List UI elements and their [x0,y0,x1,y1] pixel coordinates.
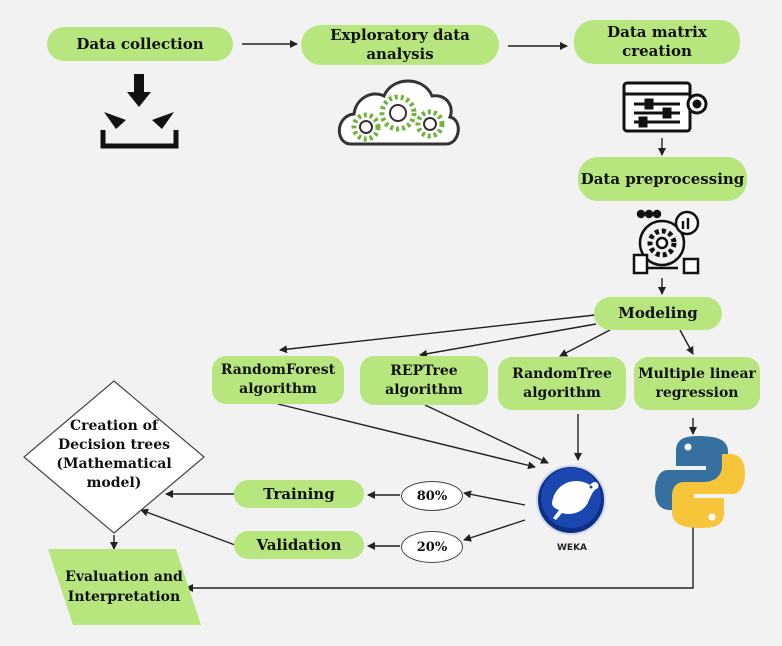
cloud-gears-icon [337,79,460,146]
step-data-matrix: Data matrix creation [574,20,740,64]
step-preprocessing: Data preprocessing [578,157,747,201]
step-modeling-label: Modeling [618,304,698,322]
arrow-validation-to-decision [140,508,236,546]
algo-random-forest: RandomForest algorithm [212,356,344,404]
step-data-matrix-label: Data matrix creation [607,23,707,60]
weka-bird-icon [536,465,606,535]
algo-random-tree-label: RandomTree algorithm [512,365,612,401]
training-label: Training [263,484,335,503]
split-20-oval: 20% [401,531,463,563]
arrow-modeling-to-randomforest [279,314,596,354]
evaluation-parallelogram [48,549,201,625]
training-box: Training [234,480,364,508]
step-modeling: Modeling [594,297,722,330]
validation-label: Validation [256,535,342,554]
data-processing-icon [632,209,700,275]
dashboard-settings-icon [622,81,708,133]
algo-mlr: Multiple linear regression [634,357,760,410]
decision-text: Creation of Decision trees (Mathematical… [56,418,172,491]
weka-label: WEKA [557,543,588,553]
algo-mlr-label: Multiple linear regression [638,365,756,401]
arrow-reptree-to-weka [424,404,549,464]
step-eda: Exploratory data analysis [301,25,499,65]
algo-random-forest-label: RandomForest algorithm [220,362,336,397]
step-preprocessing-label: Data preprocessing [580,169,745,188]
decision-diamond [23,380,205,534]
download-icon [100,74,179,149]
step-eda-label: Exploratory data analysis [330,26,470,63]
arrow-randomforest-to-weka [277,403,536,470]
split-80-oval: 80% [401,481,463,511]
validation-box: Validation [234,531,364,559]
step-data-collection: Data collection [47,27,233,61]
evaluation-text: Evaluation and Interpretation [65,569,183,605]
arrow-modeling-to-mlr [679,329,694,355]
arrow-modeling-to-reptree [419,323,597,358]
arrow-weka-to-80 [463,490,526,506]
split-20-label: 20% [416,539,448,555]
arrow-modeling-to-randomtree [559,329,611,357]
arrow-python-to-evaluation [185,512,694,592]
arrow-weka-to-20 [463,519,526,542]
flow-arrows [110,40,697,592]
algo-rep-tree: REPTree algorithm [360,356,488,405]
algo-random-tree: RandomTree algorithm [498,357,626,410]
algo-rep-tree-label: REPTree algorithm [385,362,463,398]
step-data-collection-label: Data collection [76,34,204,53]
split-80-label: 80% [416,488,448,504]
python-logo-icon [655,436,745,528]
